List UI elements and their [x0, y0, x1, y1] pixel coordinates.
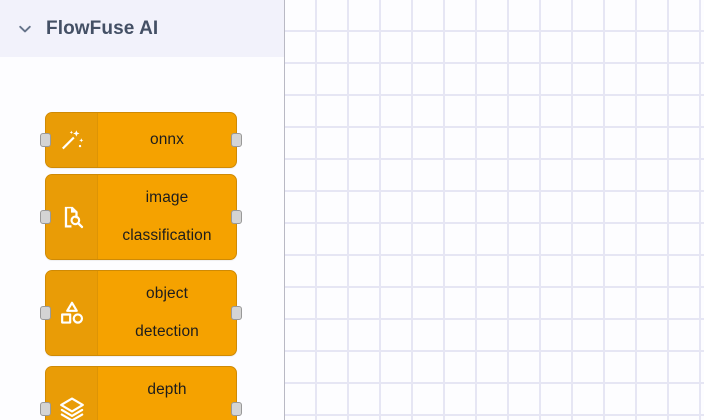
document-search-icon	[46, 175, 98, 259]
node-input-port[interactable]	[40, 402, 51, 416]
palette-node-depth-estimation[interactable]: depth estimation	[40, 366, 242, 420]
node-input-port[interactable]	[40, 306, 51, 320]
node-input-port[interactable]	[40, 133, 51, 147]
magic-wand-icon	[46, 113, 98, 167]
node-palette: FlowFuse AI onnx	[0, 0, 285, 420]
layers-icon	[46, 367, 98, 420]
node-output-port[interactable]	[231, 306, 242, 320]
node-output-port[interactable]	[231, 402, 242, 416]
shapes-icon	[46, 271, 98, 355]
node-input-port[interactable]	[40, 210, 51, 224]
palette-node-label: image classification	[122, 189, 212, 244]
palette-node-object-detection[interactable]: object detection	[40, 270, 242, 356]
palette-node-image-classification[interactable]: image classification	[40, 174, 242, 260]
palette-category-title: FlowFuse AI	[46, 17, 159, 39]
palette-node-label: object detection	[135, 285, 199, 340]
chevron-down-icon[interactable]	[14, 18, 36, 40]
node-output-port[interactable]	[231, 210, 242, 224]
palette-node-onnx[interactable]: onnx	[40, 112, 242, 168]
node-output-port[interactable]	[231, 133, 242, 147]
palette-node-label: onnx	[149, 131, 184, 148]
palette-category-header[interactable]: FlowFuse AI	[0, 0, 284, 57]
palette-node-label: depth estimation	[131, 381, 203, 420]
flow-canvas[interactable]	[285, 0, 704, 420]
palette-node-list: onnx image classification	[0, 57, 284, 420]
